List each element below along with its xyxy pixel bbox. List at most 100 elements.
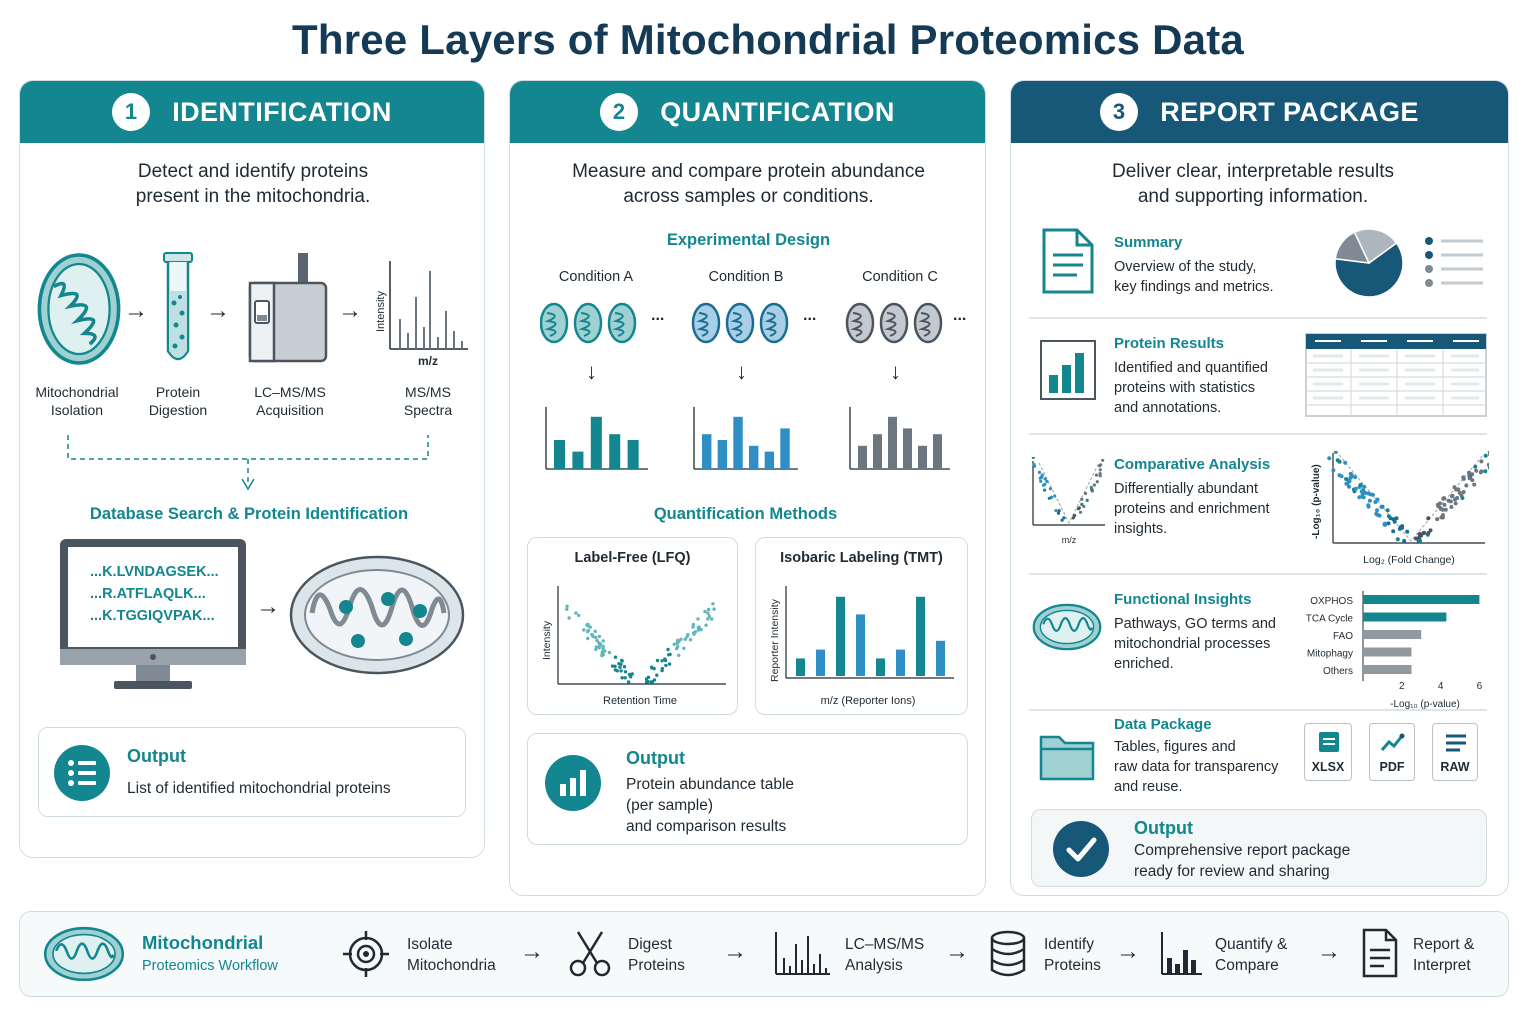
divider	[1029, 573, 1487, 575]
volcano-point	[1483, 469, 1488, 474]
volcano-point	[1353, 475, 1358, 480]
scatter-point	[686, 632, 690, 637]
scatter-point	[693, 630, 698, 634]
xlsx-file-icon[interactable]: XLSX	[1304, 723, 1352, 781]
document-icon	[1042, 228, 1094, 294]
legend-list-icon	[1425, 237, 1483, 287]
volcano-point	[1453, 501, 1458, 506]
pie-slice	[1353, 228, 1398, 265]
volcano-point	[1417, 532, 1422, 536]
scatter-point	[607, 650, 612, 655]
tmt-bar	[816, 649, 825, 676]
peptide-sequence: ...K.LVNDAGSEK...	[90, 564, 219, 580]
desc-line: Measure and compare protein abundance	[572, 161, 925, 182]
workflow-subtitle: Proteomics Workflow	[142, 958, 278, 974]
volcano-point	[1080, 502, 1084, 506]
pdf-file-icon[interactable]: PDF	[1369, 723, 1415, 781]
volcano-point	[1043, 488, 1047, 492]
volcano-point	[1099, 463, 1103, 467]
volcano-point	[1472, 482, 1477, 487]
quantification-header: 2 QUANTIFICATION	[510, 81, 985, 143]
volcano-point	[1375, 512, 1380, 517]
pathway-label: OXPHOS	[1310, 596, 1353, 607]
file-label: PDF	[1379, 760, 1405, 774]
volcano-point	[1101, 458, 1105, 462]
output-title: Output	[127, 746, 186, 766]
database-search-title: Database Search & Protein Identification	[89, 505, 409, 523]
bar	[627, 440, 639, 469]
volcano-point	[1056, 511, 1061, 515]
sample-mitochondrion-icon	[691, 302, 721, 344]
workflow-step-quantify: Quantify &Compare	[1215, 936, 1288, 974]
volcano-point	[1486, 462, 1489, 467]
scatter-point	[646, 679, 650, 684]
volcano-point	[1098, 472, 1102, 476]
tmt-box: Isobaric Labeling (TMT) Reporter Intensi…	[755, 537, 968, 715]
raw-file-icon[interactable]: RAW	[1432, 723, 1478, 781]
tmt-bar	[836, 596, 845, 676]
scissors-icon	[569, 931, 611, 977]
volcano-point	[1032, 462, 1036, 467]
volcano-point	[1379, 505, 1384, 509]
scatter-point	[706, 611, 710, 615]
volcano-point	[1085, 498, 1089, 502]
scatter-point	[567, 616, 571, 620]
sample-mitochondrion-icon	[573, 302, 603, 344]
scatter-point	[691, 622, 696, 627]
volcano-point	[1043, 477, 1047, 481]
scatter-point	[682, 646, 686, 650]
scatter-point	[704, 623, 708, 627]
mitochondrion-icon	[1032, 603, 1102, 651]
volcano-point	[1442, 502, 1447, 507]
desc-line: Detect and identify proteins	[137, 161, 369, 182]
volcano-point	[1057, 509, 1061, 513]
volcano-point	[1395, 537, 1400, 542]
scatter-point	[591, 634, 595, 639]
test-tube-icon	[163, 252, 193, 361]
scatter-point	[707, 614, 712, 618]
volcano-point	[1045, 479, 1049, 483]
down-arrow-icon: ↓	[586, 359, 597, 384]
volcano-point	[1098, 468, 1102, 472]
lfq-title: Label-Free (LFQ)	[574, 550, 691, 566]
scatter-point	[668, 652, 672, 657]
scatter-point	[660, 659, 664, 663]
arrow-icon: →	[1116, 938, 1140, 965]
volcano-point	[1428, 528, 1433, 533]
condition-label: Condition A	[558, 269, 634, 285]
volcano-point	[1456, 487, 1461, 492]
scatter-point	[600, 653, 604, 658]
sample-mitochondrion-icon	[607, 302, 637, 344]
bar	[873, 434, 882, 469]
mass-spectrometer-icon	[248, 253, 328, 363]
spectrum-xlabel: m/z	[418, 354, 438, 368]
report-package-heading: REPORT PACKAGE	[1160, 96, 1419, 127]
target-icon	[343, 931, 389, 977]
desc-line: and supporting information.	[1137, 186, 1369, 207]
down-arrow-icon: ↓	[736, 359, 747, 384]
scatter-point	[710, 617, 714, 621]
scatter-point	[696, 617, 700, 621]
quantification-methods-title: Quantification Methods	[653, 505, 838, 523]
volcano-point	[1048, 487, 1052, 491]
ellipsis: ...	[651, 307, 665, 324]
volcano-point	[1473, 464, 1478, 469]
volcano-point	[1479, 469, 1484, 474]
volcano-point	[1047, 496, 1051, 500]
volcano-point	[1360, 492, 1365, 497]
volcano-ylabel: -Log₁₀ (p-value)	[1311, 464, 1322, 539]
bar	[733, 416, 743, 469]
volcano-point	[1092, 483, 1096, 487]
volcano-point	[1394, 516, 1399, 521]
pie-slice	[1334, 241, 1404, 298]
scatter-point	[594, 635, 598, 640]
scatter-point	[594, 647, 598, 652]
volcano-xlabel: Log₂ (Fold Change)	[1363, 554, 1455, 566]
arrow-icon: →	[206, 297, 230, 324]
pathway-label: Mitophagy	[1307, 649, 1353, 660]
scatter-point	[613, 655, 618, 659]
